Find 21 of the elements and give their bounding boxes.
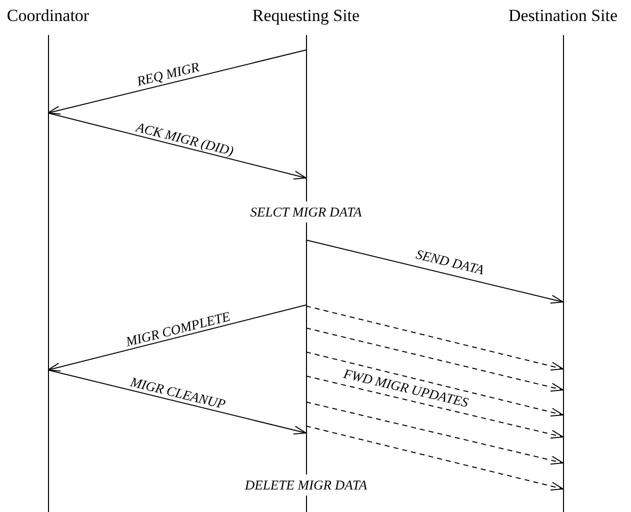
- message-arrow: [48, 370, 306, 435]
- message-arrow: [306, 328, 564, 392]
- message-arrow: [306, 426, 564, 491]
- participant-label: Requesting Site: [251, 6, 361, 26]
- edge-label: ACK MIGR (DID): [134, 120, 236, 158]
- participant-label: Destination Site: [507, 6, 619, 26]
- message-arrow: [306, 352, 564, 417]
- participant-label: Coordinator: [6, 6, 90, 26]
- message-arrow: [48, 50, 306, 115]
- action-note: DELETE MIGR DATA: [242, 474, 370, 496]
- message-arrow: [306, 376, 564, 439]
- action-note: SELCT MIGR DATA: [248, 202, 364, 222]
- edge-label: REQ MIGR: [135, 59, 201, 89]
- message-arrow: [306, 306, 564, 371]
- message-arrow: [48, 304, 306, 372]
- message-arrow: [306, 240, 564, 304]
- message-arrow: [48, 112, 306, 180]
- edge-label: MIGR CLEANUP: [129, 374, 227, 412]
- edge-label: SEND DATA: [414, 246, 486, 278]
- message-arrow: [306, 402, 564, 465]
- edge-label: FWD MIGR UPDATES: [342, 366, 470, 410]
